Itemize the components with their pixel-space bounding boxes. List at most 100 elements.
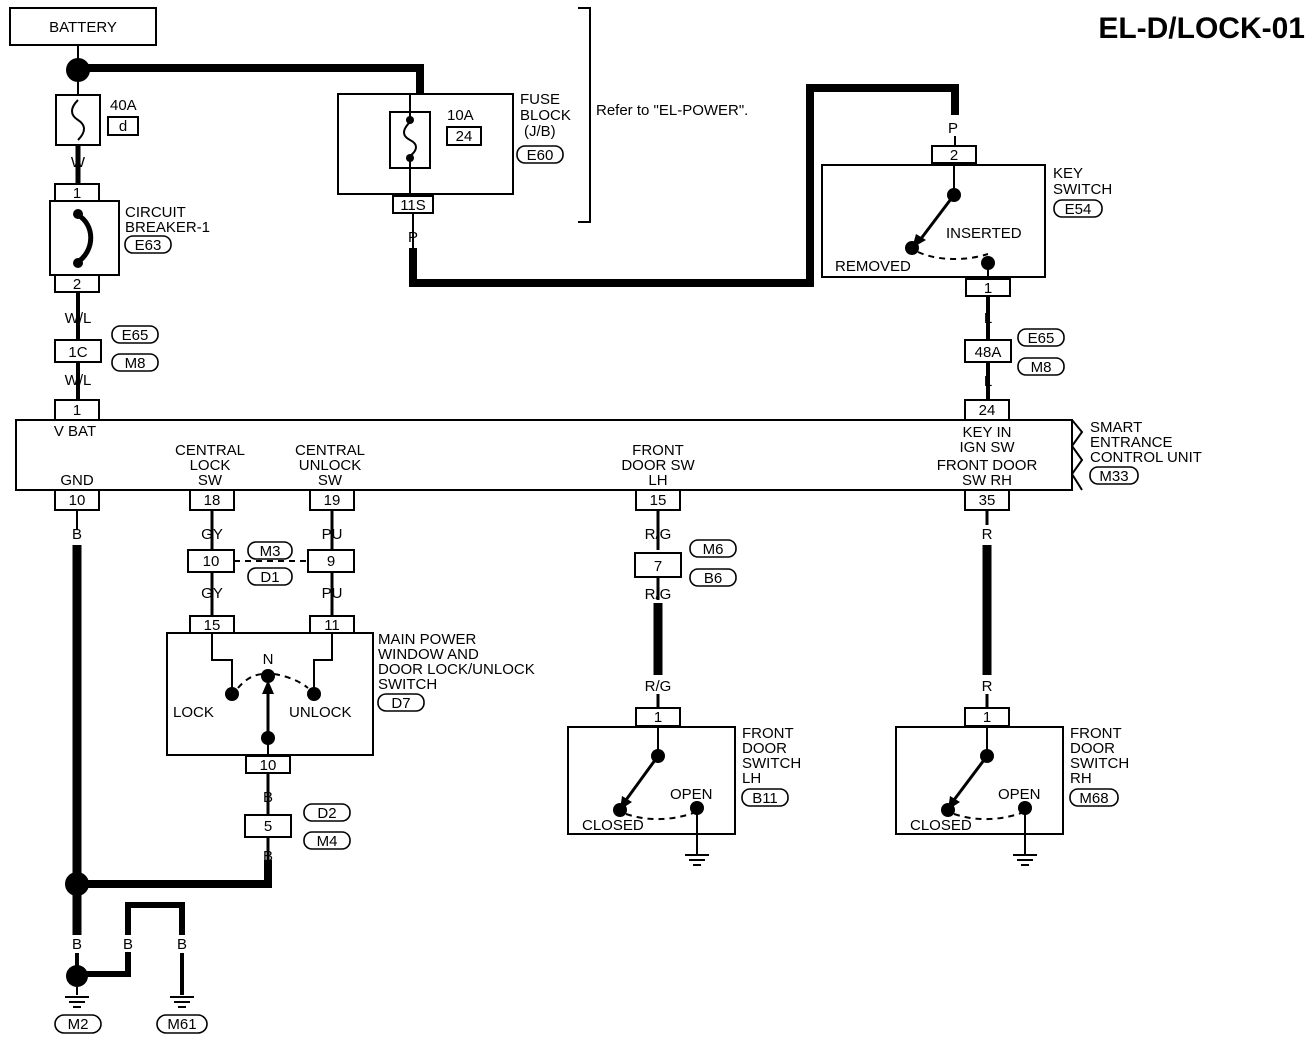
cu-pin-gnd: 10: [69, 492, 86, 509]
conn-m4: M4: [317, 833, 338, 850]
wire-color-b-sw2: B: [263, 848, 273, 865]
mpw-pin-11: 11: [324, 617, 340, 634]
cu-front-door-2: DOOR SW: [621, 457, 695, 474]
mpw-unlock: UNLOCK: [289, 704, 352, 721]
battery-label: BATTERY: [49, 19, 117, 36]
diagram-title: EL-D/LOCK-01: [1098, 12, 1305, 45]
wire-color-b-sw1: B: [263, 789, 273, 806]
fuse-pin-11s: 11S: [400, 197, 426, 214]
ground-conn-m2: M2: [68, 1016, 89, 1033]
fuse-40a-code: d: [119, 118, 127, 135]
cu-name-3: CONTROL UNIT: [1090, 449, 1202, 466]
connector-1c: 1C E65 M8: [54, 325, 159, 372]
fuse-block: 10A 24 11S FUSE BLOCK (J/B) E60: [337, 91, 571, 214]
fdr-conn: M68: [1079, 790, 1108, 807]
cu-name-1: SMART: [1090, 419, 1142, 436]
key-switch-label-1: KEY: [1053, 165, 1083, 182]
key-switch-conn: E54: [1065, 201, 1092, 218]
wire-color-l-2: L: [984, 373, 992, 390]
fuse-10a-rating: 10A: [447, 107, 474, 124]
mpw-n: N: [263, 651, 274, 668]
mpw-label-4: SWITCH: [378, 676, 437, 693]
ground-symbol-m2: [65, 996, 89, 1008]
fdr-label-1: FRONT: [1070, 725, 1122, 742]
connector-7: 7 M6 B6: [634, 539, 737, 587]
cu-name-2: ENTRANCE: [1090, 434, 1173, 451]
cu-key-in-4: SW RH: [962, 472, 1012, 489]
fdr-open: OPEN: [998, 786, 1041, 803]
wire-color-p-1: P: [408, 229, 418, 246]
connector-10-label: 10: [203, 553, 220, 570]
fdr-closed: CLOSED: [910, 817, 972, 834]
key-switch: 2 INSERTED REMOVED 1 KEY SWITCH E54: [821, 145, 1112, 297]
mpw-pin-15: 15: [204, 617, 221, 634]
wire-color-l-1: L: [984, 310, 992, 327]
wire-color-wl-1: W/L: [65, 310, 92, 327]
wire-color-b-gnd: B: [72, 526, 82, 543]
conn-m8-right: M8: [1031, 359, 1052, 376]
wire-color-p-2: P: [948, 120, 958, 137]
wire-color-rg-1: R/G: [645, 526, 672, 543]
mpw-pin-10: 10: [260, 757, 277, 774]
wire-color-b-g3: B: [177, 936, 187, 953]
wire-color-pu-1: PU: [322, 526, 343, 543]
conn-d1: D1: [260, 569, 279, 586]
cu-key-in-3: FRONT DOOR: [937, 457, 1038, 474]
connector-48a-label: 48A: [975, 344, 1002, 361]
conn-m8-left: M8: [125, 355, 146, 372]
conn-m6: M6: [703, 541, 724, 558]
fdr-pin-1: 1: [983, 709, 991, 726]
mpw-conn: D7: [391, 695, 410, 712]
fdl-conn: B11: [752, 790, 778, 807]
fdr-label-2: DOOR: [1070, 740, 1115, 757]
wire-color-rg-2: R/G: [645, 586, 672, 603]
conn-b6: B6: [704, 570, 722, 587]
mpw-label-3: DOOR LOCK/UNLOCK: [378, 661, 535, 678]
connector-5: 5 D2 M4: [244, 803, 351, 850]
cu-vbat: V BAT: [54, 423, 96, 440]
fuse-block-label-1: FUSE: [520, 91, 560, 108]
cu-central-unlock-3: SW: [318, 472, 343, 489]
key-switch-pin-1: 1: [984, 280, 992, 297]
fuse-terminal: 24: [456, 128, 473, 145]
cu-pin-vbat: 1: [73, 402, 81, 419]
mpw-label-1: MAIN POWER: [378, 631, 477, 648]
connector-10-9: 10 9 M3 D1: [187, 541, 355, 586]
conn-e65-right: E65: [1028, 330, 1055, 347]
fuse-block-label-2: BLOCK: [520, 107, 571, 124]
battery: BATTERY: [9, 7, 157, 46]
cu-key-in-1: KEY IN: [963, 424, 1012, 441]
connector-7-label: 7: [654, 558, 662, 575]
cb-label-1: CIRCUIT: [125, 204, 186, 221]
connector-9-label: 9: [327, 553, 335, 570]
circuit-breaker: 1 2 CIRCUIT BREAKER-1 E63: [49, 183, 210, 293]
cb-label-2: BREAKER-1: [125, 219, 210, 236]
cu-pin-35: 35: [979, 492, 996, 509]
fdl-label-4: LH: [742, 770, 761, 787]
cb-conn: E63: [135, 237, 162, 254]
fdl-label-1: FRONT: [742, 725, 794, 742]
cu-conn: M33: [1099, 468, 1128, 485]
fdl-label-2: DOOR: [742, 740, 787, 757]
front-door-switch-rh: 1 OPEN CLOSED FRONT DOOR SWITCH RH M68: [895, 707, 1129, 866]
connector-1c-label: 1C: [68, 344, 87, 361]
cu-pin-24: 24: [979, 402, 996, 419]
fuse-40a: 40A d: [55, 82, 139, 146]
cu-gnd: GND: [60, 472, 94, 489]
front-door-switch-lh: 1 OPEN CLOSED FRONT DOOR SWITCH LH B11: [567, 707, 801, 866]
wire-color-b-g1: B: [72, 936, 82, 953]
cb-pin-1: 1: [73, 185, 81, 202]
cu-central-unlock-1: CENTRAL: [295, 442, 365, 459]
cu-pin-18: 18: [204, 492, 221, 509]
wire-color-pu-2: PU: [322, 585, 343, 602]
fdr-label-4: RH: [1070, 770, 1092, 787]
mpw-lock: LOCK: [173, 704, 214, 721]
control-unit: 1 24 V BAT GND CENTRAL LOCK SW CENTRAL U…: [15, 399, 1202, 511]
key-switch-pin-2: 2: [950, 147, 958, 164]
fuse-block-conn: E60: [527, 147, 554, 164]
wire-color-rg-3: R/G: [645, 678, 672, 695]
connector-5-label: 5: [264, 818, 272, 835]
key-switch-label-2: SWITCH: [1053, 181, 1112, 198]
cb-pin-2: 2: [73, 276, 81, 293]
